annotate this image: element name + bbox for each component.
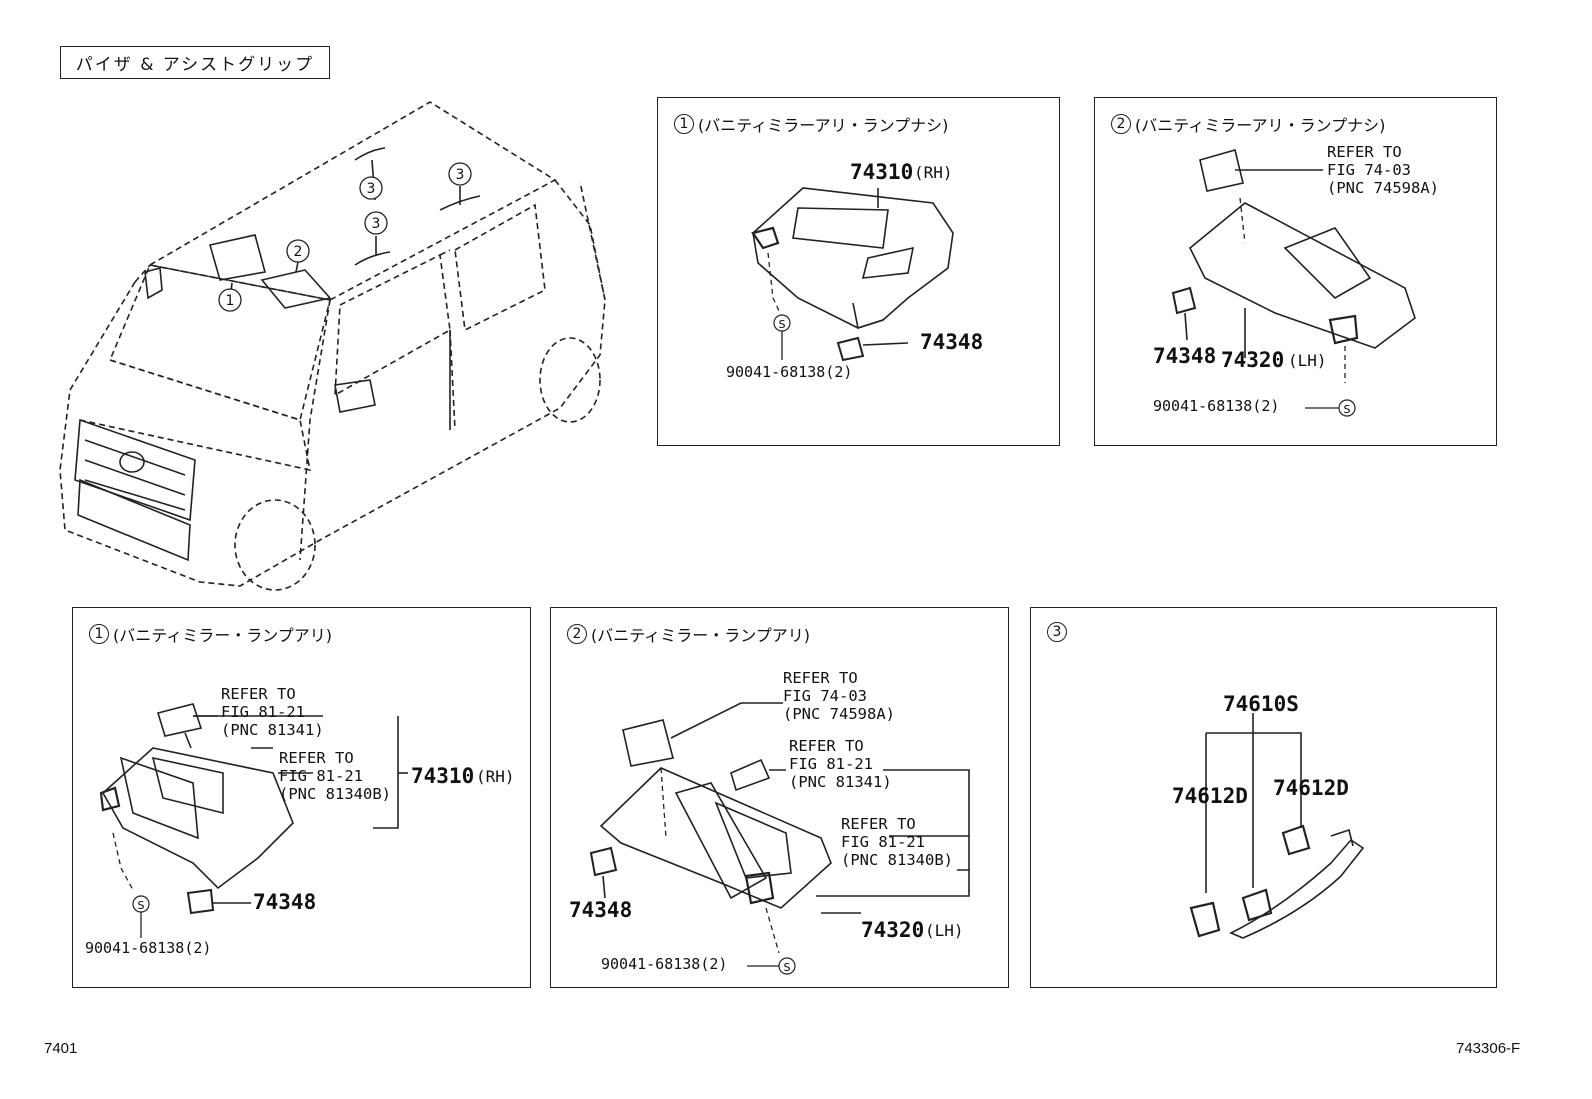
visor-side: (RH) <box>476 767 515 786</box>
panel-caption: (バニティミラーアリ・ランプナシ) <box>698 116 949 135</box>
car-callout-3b: 3 <box>372 216 381 232</box>
panel-number: 1 <box>89 624 109 644</box>
refer-note-lamp: REFER TO FIG 81-21 (PNC 81340B) <box>841 815 953 869</box>
panel-number: 2 <box>567 624 587 644</box>
visor-part-number: 74310 <box>411 764 475 788</box>
clip-part-number: 74348 <box>253 890 317 914</box>
panel-caption: (バニティミラー・ランプアリ) <box>591 626 811 645</box>
vehicle-overview-drawing: 1 2 3 3 3 <box>59 101 606 591</box>
diagram-title: パイザ & アシストグリップ <box>60 46 330 79</box>
screw-part-number: 90041-68138(2) <box>85 939 212 957</box>
screw-part-number: 90041-68138(2) <box>1153 397 1280 415</box>
visor-rh-drawing: S <box>751 187 954 362</box>
refer-note-lamp-bulb: REFER TO FIG 81-21 (PNC 81341) <box>789 737 892 791</box>
grip-cover-right-part-number: 74612D <box>1273 776 1349 800</box>
panel-number: 1 <box>674 114 694 134</box>
refer-note-lamp: REFER TO FIG 81-21 (PNC 81340B) <box>279 749 391 803</box>
car-callout-1: 1 <box>226 293 235 309</box>
panel-caption: (バニティミラー・ランプアリ) <box>113 626 333 645</box>
clip-part-number: 74348 <box>569 898 633 922</box>
panel-number: 2 <box>1111 114 1131 134</box>
refer-note: REFER TO FIG 74-03 (PNC 74598A) <box>1327 143 1439 197</box>
svg-text:S: S <box>138 899 145 912</box>
visor-side: (LH) <box>1288 351 1327 370</box>
visor-part-number: 74320 <box>1221 348 1285 372</box>
clip-part-number: 74348 <box>1153 344 1217 368</box>
svg-text:S: S <box>1344 403 1351 416</box>
panel-visor-rh-no-lamp: 1 (バニティミラーアリ・ランプナシ) S 74310 (RH) 74348 9… <box>657 97 1060 446</box>
panel-visor-lh-no-lamp: 2 (バニティミラーアリ・ランプナシ) S REFER TO FIG 74-03… <box>1094 97 1497 446</box>
screw-part-number: 90041-68138(2) <box>726 363 853 381</box>
visor-part-number: 74320 <box>861 918 925 942</box>
grip-cover-left-part-number: 74612D <box>1172 784 1248 808</box>
visor-rh-lamp-drawing: S <box>99 703 408 938</box>
visor-side: (RH) <box>914 163 953 182</box>
svg-text:S: S <box>784 961 791 974</box>
car-callout-3a: 3 <box>367 181 376 197</box>
refer-note-mirror-cover: REFER TO FIG 74-03 (PNC 74598A) <box>783 669 895 723</box>
visor-part-number: 74310 <box>850 160 914 184</box>
panel-caption: (バニティミラーアリ・ランプナシ) <box>1135 116 1386 135</box>
screw-part-number: 90041-68138(2) <box>601 955 728 973</box>
panel-visor-rh-with-lamp: 1 (バニティミラー・ランプアリ) S REFER TO FIG 81-21 (… <box>72 607 531 988</box>
visor-lh-drawing: S <box>1171 149 1416 417</box>
visor-side: (LH) <box>925 921 964 940</box>
figure-number: 743306-F <box>1456 1040 1521 1057</box>
assist-grip-part-number: 74610S <box>1223 692 1299 716</box>
clip-part-number: 74348 <box>920 330 984 354</box>
panel-number: 3 <box>1047 622 1067 642</box>
screw-symbol: S <box>779 318 786 331</box>
refer-note-lamp-bulb: REFER TO FIG 81-21 (PNC 81341) <box>221 685 324 739</box>
panel-visor-lh-with-lamp: 2 (バニティミラー・ランプアリ) S REFER TO FIG 74-03 <box>550 607 1009 988</box>
car-callout-2: 2 <box>294 244 303 260</box>
page-number: 7401 <box>44 1040 78 1057</box>
visor-lh-lamp-drawing: S <box>589 702 970 975</box>
assist-grip-drawing <box>1189 713 1365 939</box>
car-callout-3c: 3 <box>456 167 465 183</box>
panel-assist-grip: 3 74610S 74612D 74612D <box>1030 607 1497 988</box>
